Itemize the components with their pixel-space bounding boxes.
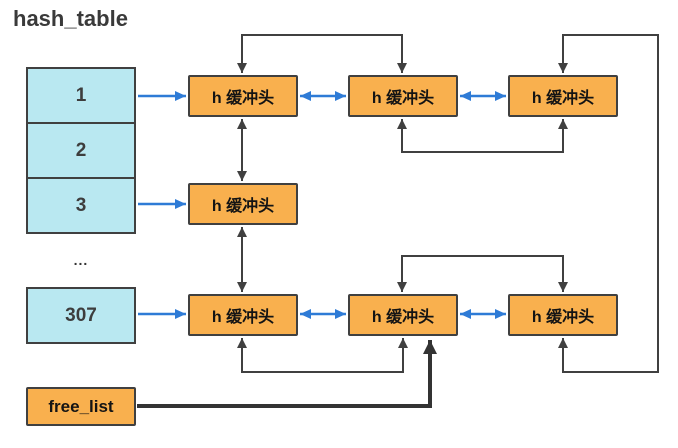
- buffer-node-row1-2: h 缓冲头: [348, 75, 458, 117]
- buffer-node-row1-3: h 缓冲头: [508, 75, 618, 117]
- hash-cell-1: 1: [26, 67, 136, 124]
- buffer-node-row2-1: h 缓冲头: [188, 183, 298, 225]
- bottom-loop-a2-a3: [397, 119, 568, 153]
- free-list-pointer-arrow: [137, 340, 437, 408]
- wrap-loop-a3-b3: [558, 34, 659, 373]
- top-loop-b2-b3: [397, 255, 568, 292]
- bottom-loop-b1-b2: [237, 338, 408, 373]
- hash-cell-307: 307: [26, 287, 136, 344]
- hash-cell-2: 2: [26, 122, 136, 179]
- buffer-node-row3-2: h 缓冲头: [348, 294, 458, 336]
- hash-table-ellipsis: ...: [73, 252, 89, 268]
- free-list-box: free_list: [26, 387, 136, 426]
- top-loop-a1-a2: [237, 34, 407, 73]
- buffer-node-row1-1: h 缓冲头: [188, 75, 298, 117]
- buffer-node-row3-1: h 缓冲头: [188, 294, 298, 336]
- hash-cell-3: 3: [26, 177, 136, 234]
- buffer-node-row3-3: h 缓冲头: [508, 294, 618, 336]
- diagram-title: hash_table: [13, 6, 128, 31]
